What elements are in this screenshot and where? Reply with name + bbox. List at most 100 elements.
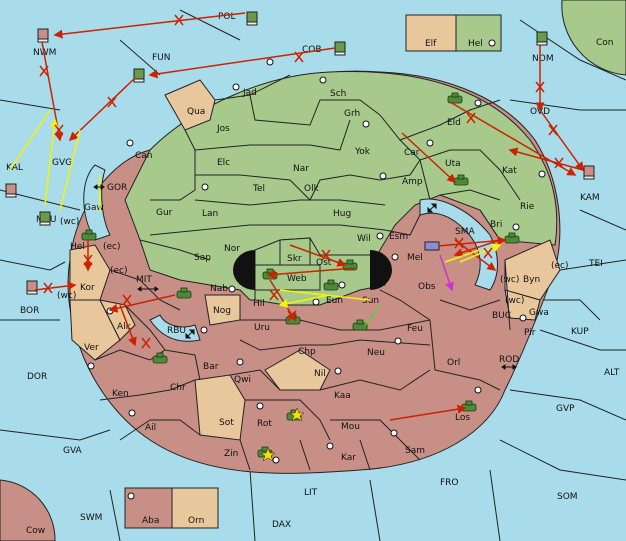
label-olk: Olk bbox=[304, 184, 320, 194]
supply-center bbox=[126, 139, 134, 147]
label-kaa: Kaa bbox=[334, 391, 351, 401]
label-nil: Nil bbox=[314, 369, 326, 379]
army-icon[interactable] bbox=[323, 279, 339, 291]
label-gor: GOR bbox=[107, 183, 127, 193]
supply-center bbox=[512, 223, 520, 231]
supply-center bbox=[334, 367, 342, 375]
fleet-icon[interactable] bbox=[133, 68, 145, 83]
support-orders bbox=[9, 109, 502, 308]
supply-center bbox=[474, 99, 482, 107]
legend-swatch-tan-2 bbox=[171, 487, 219, 529]
label-jad: Jad bbox=[242, 88, 257, 98]
region-labels: POL COB NWM FUN NOM Con OVD KAM KAL GVG … bbox=[6, 12, 620, 536]
army-icon[interactable] bbox=[176, 287, 192, 299]
region-kor[interactable] bbox=[69, 244, 111, 301]
label-uta: Uta bbox=[445, 159, 461, 169]
label-ec-byn: (ec) bbox=[551, 261, 569, 271]
label-zin: Zin bbox=[224, 449, 238, 459]
legend-bottom: Aba Orn bbox=[124, 487, 219, 529]
lake-end-left bbox=[233, 250, 255, 290]
label-can: Can bbox=[135, 151, 153, 161]
fleet-icon[interactable] bbox=[39, 211, 51, 226]
label-ost: Ost bbox=[316, 258, 332, 268]
fleet-icon[interactable] bbox=[246, 11, 258, 26]
fleet-icon[interactable] bbox=[37, 28, 49, 43]
label-jos: Jos bbox=[216, 124, 230, 134]
label-hel: Hel bbox=[70, 242, 85, 252]
convoy-order bbox=[439, 254, 454, 292]
label-ail: Ail bbox=[145, 423, 156, 433]
label-ec-kor: (ec) bbox=[110, 266, 128, 276]
label-lan: Lan bbox=[202, 209, 218, 219]
capital-marker bbox=[127, 492, 135, 500]
label-bar: Bar bbox=[203, 362, 219, 372]
sea-gor[interactable] bbox=[83, 164, 111, 241]
supply-center bbox=[128, 409, 136, 417]
fleet-icon[interactable] bbox=[424, 241, 440, 251]
fleet-icon[interactable] bbox=[583, 165, 595, 180]
fleet-icon[interactable] bbox=[5, 183, 17, 198]
lake-end-right bbox=[370, 250, 392, 290]
label-pir: Pir bbox=[524, 328, 536, 338]
supply-center bbox=[256, 402, 264, 410]
label-pol: POL bbox=[218, 12, 236, 22]
label-rot: Rot bbox=[257, 419, 272, 429]
supply-center bbox=[362, 120, 370, 128]
sea-rbu[interactable] bbox=[149, 314, 201, 342]
label-wil: Wil bbox=[357, 234, 371, 244]
region-nil[interactable] bbox=[264, 349, 331, 391]
label-wc-byn: (wc) bbox=[500, 275, 519, 285]
label-uru: Uru bbox=[254, 323, 270, 333]
label-nor: Nor bbox=[224, 244, 240, 254]
region-con[interactable] bbox=[561, 0, 626, 76]
supply-center bbox=[201, 183, 209, 191]
label-swm: SWM bbox=[80, 513, 102, 523]
label-buc: BUC bbox=[492, 311, 511, 321]
label-car: Car bbox=[404, 148, 420, 158]
supply-center bbox=[312, 298, 320, 306]
label-skr: Skr bbox=[287, 254, 302, 264]
army-icon[interactable] bbox=[447, 92, 463, 104]
label-gur: Gur bbox=[156, 208, 173, 218]
region-sot[interactable] bbox=[194, 374, 246, 441]
supply-center bbox=[272, 456, 280, 464]
army-icon[interactable] bbox=[504, 232, 520, 244]
label-kat: Kat bbox=[502, 166, 517, 176]
label-obs: Obs bbox=[418, 282, 436, 292]
label-gaw: Gaw bbox=[84, 203, 104, 213]
army-icon[interactable] bbox=[81, 229, 97, 241]
fleet-icon[interactable] bbox=[26, 280, 38, 295]
fleet-icon[interactable] bbox=[334, 41, 346, 56]
army-icon[interactable] bbox=[152, 352, 168, 364]
army-icon[interactable] bbox=[352, 319, 368, 331]
region-qua[interactable] bbox=[164, 79, 216, 131]
support-order-green bbox=[364, 304, 381, 326]
label-ken: Ken bbox=[112, 389, 129, 399]
supply-center bbox=[200, 326, 208, 334]
label-kup: KUP bbox=[571, 327, 589, 337]
fleet-icon[interactable] bbox=[536, 31, 548, 46]
label-cob: COB bbox=[302, 45, 322, 55]
label-amp: Amp bbox=[402, 177, 423, 187]
label-dor: DOR bbox=[27, 372, 47, 382]
label-lit: LIT bbox=[304, 488, 318, 498]
legend-label-hel: Hel bbox=[468, 39, 483, 49]
label-kor: Kor bbox=[80, 283, 95, 293]
label-grh: Grh bbox=[344, 109, 360, 119]
supply-center bbox=[228, 285, 236, 293]
label-yok: Yok bbox=[354, 147, 371, 157]
region-cow[interactable] bbox=[0, 479, 56, 541]
supply-center bbox=[538, 170, 546, 178]
label-fun: FUN bbox=[152, 53, 171, 63]
label-mit: MIT bbox=[136, 275, 152, 285]
label-rie: Rie bbox=[520, 202, 535, 212]
supply-center bbox=[338, 281, 346, 289]
label-byn: Byn bbox=[523, 275, 540, 285]
region-byn[interactable] bbox=[504, 239, 561, 301]
label-nom: NOM bbox=[532, 54, 554, 64]
supply-center bbox=[394, 337, 402, 345]
fleets bbox=[5, 11, 595, 295]
label-mel: Mel bbox=[407, 253, 423, 263]
label-alk: Alk bbox=[117, 322, 132, 332]
label-tei: TEI bbox=[588, 259, 603, 269]
